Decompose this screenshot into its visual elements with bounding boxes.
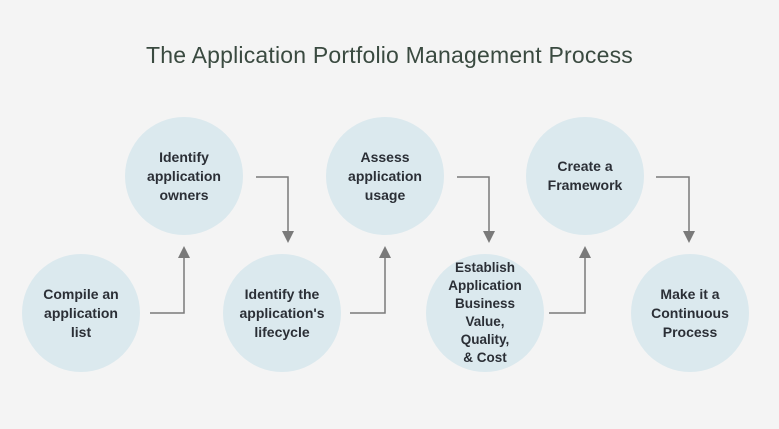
- step-5-circle: Establish Application Business Value, Qu…: [426, 254, 544, 372]
- step-6-label: Create a Framework: [547, 158, 623, 193]
- arrow-5-6: [549, 246, 591, 314]
- arrow-4-5: [457, 176, 495, 243]
- step-1-circle: Compile an application list: [22, 254, 140, 372]
- step-6-circle: Create a Framework: [526, 117, 644, 235]
- arrow-2-3: [256, 176, 294, 243]
- step-4-circle: Assess application usage: [326, 117, 444, 235]
- arrow-3-4: [350, 246, 391, 314]
- step-2-label: Identify application owners: [147, 148, 221, 203]
- step-3-circle: Identify the application's lifecycle: [223, 254, 341, 372]
- step-7-circle: Make it a Continuous Process: [631, 254, 749, 372]
- arrow-6-7: [656, 176, 695, 243]
- arrow-1-2: [150, 246, 190, 314]
- step-5-label: Establish Application Business Value, Qu…: [448, 260, 522, 365]
- step-1-label: Compile an application list: [43, 285, 119, 340]
- step-4-label: Assess application usage: [348, 148, 422, 203]
- step-7-label: Make it a Continuous Process: [651, 285, 729, 340]
- diagram-title: The Application Portfolio Management Pro…: [146, 42, 633, 68]
- step-2-circle: Identify application owners: [125, 117, 243, 235]
- step-3-label: Identify the application's lifecycle: [239, 285, 325, 340]
